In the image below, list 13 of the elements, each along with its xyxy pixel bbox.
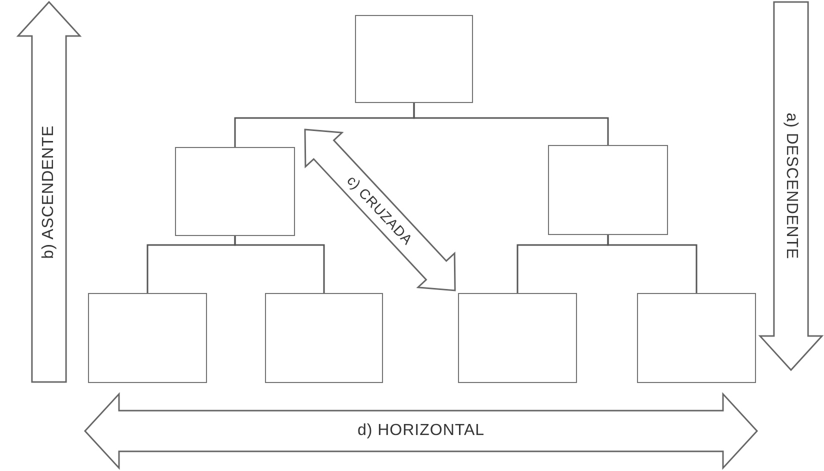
empty-box — [88, 293, 207, 383]
empty-box — [458, 293, 577, 383]
arrow-label: a) DESCENDENTE — [782, 112, 800, 260]
arrow-label: b) ASCENDENTE — [40, 125, 58, 259]
empty-box — [265, 293, 383, 383]
arrow-label: d) HORIZONTAL — [357, 422, 485, 440]
empty-box — [548, 145, 668, 235]
empty-box — [637, 293, 756, 383]
connector-line — [234, 236, 325, 293]
empty-box — [355, 15, 473, 103]
empty-box — [175, 147, 295, 236]
connector-line — [607, 235, 698, 293]
connector-line — [413, 103, 609, 145]
